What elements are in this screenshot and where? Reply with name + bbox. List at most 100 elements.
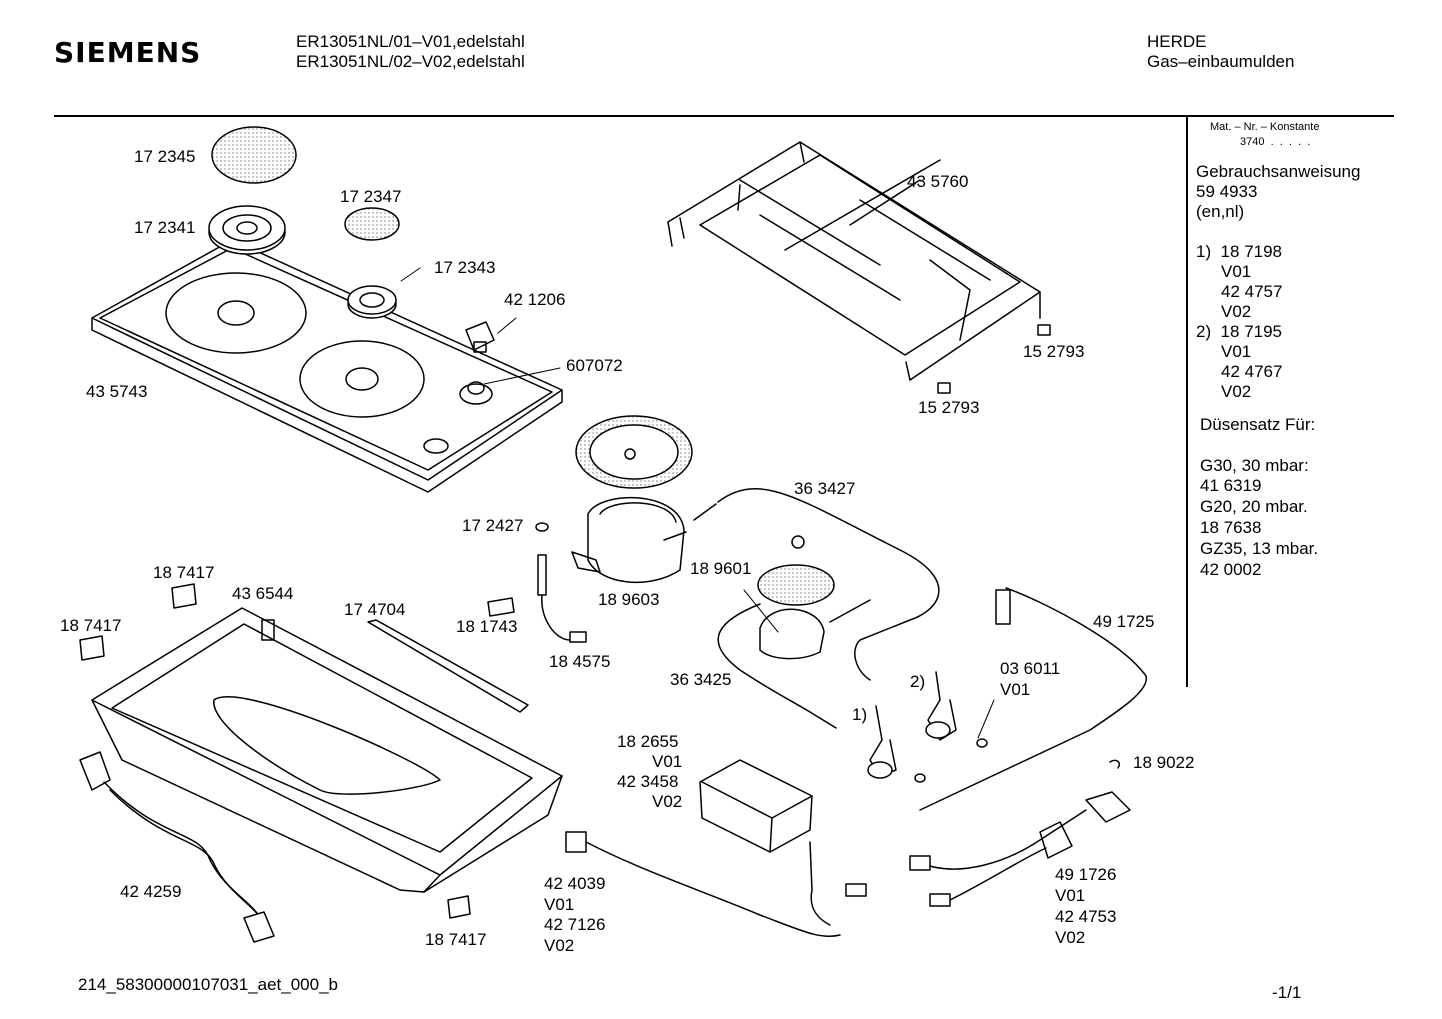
ignition-switch-491726	[909, 791, 1131, 907]
clip-189022	[1109, 759, 1121, 769]
label-152793-a: 15 2793	[1023, 342, 1085, 361]
label-152793-b: 15 2793	[918, 398, 980, 417]
mains-cable-424259	[79, 751, 275, 943]
nozzle-gz35: GZ35, 13 mbar.	[1200, 539, 1319, 558]
burner-cap-large	[211, 126, 297, 184]
label-424259: 42 4259	[120, 882, 182, 901]
mat-label: Mat. – Nr. – Konstante	[1210, 121, 1320, 133]
label-491726: 49 1726	[1055, 865, 1117, 884]
burner-189601	[757, 564, 871, 660]
gas-valve-2	[925, 671, 957, 741]
label-184575: 18 4575	[549, 652, 611, 671]
manual-lang: (en,nl)	[1196, 202, 1245, 221]
label-427126-v02: V02	[544, 936, 575, 955]
header-divider	[54, 115, 1394, 117]
mat-value: 3740 . . . . .	[1240, 136, 1311, 148]
label-182655-v01: V01	[652, 752, 683, 771]
clip-187417-b	[79, 635, 105, 661]
gas-pipe-363425	[717, 603, 837, 729]
model-line-2: ER13051NL/02–V02,edelstahl	[296, 52, 525, 71]
nozzle-g20-part: 18 7638	[1200, 518, 1262, 537]
bracket-181743	[487, 597, 515, 617]
heat-shield-plate	[575, 415, 693, 489]
clip-187417-a	[171, 583, 197, 609]
category-subtitle: Gas–einbaumulden	[1147, 52, 1295, 71]
leader-lines	[400, 267, 995, 739]
hob-top-plate	[91, 239, 563, 493]
label-036011-v01: V01	[1000, 680, 1031, 699]
variant-1: 1) 18 7198	[1196, 242, 1283, 261]
label-363427: 36 3427	[794, 479, 856, 498]
burner-ring-small	[347, 285, 397, 319]
label-607072: 607072	[566, 356, 623, 375]
label-189601: 18 9601	[690, 559, 752, 578]
gas-pipe-363427	[693, 488, 940, 681]
label-189022: 18 9022	[1133, 753, 1195, 772]
label-491726-v01: V01	[1055, 886, 1086, 905]
label-436544: 43 6544	[232, 584, 294, 603]
clip-1	[1037, 324, 1051, 336]
label-424039-v01: V01	[544, 895, 575, 914]
label-036011: 03 6011	[1000, 659, 1061, 678]
label-172343: 17 2343	[434, 258, 496, 277]
clip-2	[937, 382, 951, 394]
nozzle-g30-part: 41 6319	[1200, 476, 1262, 495]
bottom-tray	[91, 607, 563, 893]
label-172345: 17 2345	[134, 147, 196, 166]
clip-187417-c	[447, 895, 471, 919]
seal-036011	[976, 738, 988, 748]
label-172427: 17 2427	[462, 516, 524, 535]
label-187417-b: 18 7417	[60, 616, 122, 635]
page-number: -1/1	[1272, 983, 1302, 1002]
label-363425: 36 3425	[670, 670, 732, 689]
label-174704: 17 4704	[344, 600, 406, 619]
ignition-electrode	[537, 554, 587, 643]
burner-ring-large	[208, 205, 286, 255]
sidebar-divider	[1186, 117, 1188, 687]
label-427126: 42 7126	[544, 915, 606, 934]
label-491725: 49 1725	[1093, 612, 1155, 631]
gas-valve-1	[867, 705, 897, 779]
burner-cap-small	[344, 207, 400, 241]
trim-strip	[367, 619, 529, 713]
variant-1-c: V02	[1221, 302, 1252, 321]
siemens-logo: SIEMENS	[54, 36, 202, 69]
label-187417-a: 18 7417	[153, 563, 215, 582]
label-172347: 17 2347	[340, 187, 402, 206]
gas-pipe-491725	[919, 587, 1147, 811]
washer	[535, 522, 549, 532]
label-182655: 18 2655	[617, 732, 679, 751]
burner-housing	[571, 496, 687, 583]
label-189603: 18 9603	[598, 590, 660, 609]
label-435743: 43 5743	[86, 382, 148, 401]
control-knob	[465, 321, 495, 353]
ignition-unit	[699, 759, 813, 853]
label-172341: 17 2341	[134, 218, 196, 237]
label-424753-v02: V02	[1055, 928, 1086, 947]
label-421206: 42 1206	[504, 290, 566, 309]
variant-2-a: V01	[1221, 342, 1252, 361]
screw	[791, 535, 805, 549]
pan-support-grid	[667, 141, 1041, 381]
drawing-code: 214_58300000107031_aet_000_b	[78, 975, 338, 994]
variant-1-a: V01	[1221, 262, 1252, 281]
nozzle-gz35-part: 42 0002	[1200, 560, 1262, 579]
label-423458-v02: V02	[652, 792, 683, 811]
label-424039: 42 4039	[544, 874, 606, 893]
nozzle-title: Düsensatz Für:	[1200, 415, 1316, 434]
variant-2-c: V02	[1221, 382, 1252, 401]
label-423458: 42 3458	[617, 772, 679, 791]
variant-2-b: 42 4767	[1221, 362, 1283, 381]
model-line-1: ER13051NL/01–V01,edelstahl	[296, 32, 525, 51]
manual-number: 59 4933	[1196, 182, 1258, 201]
variant-1-b: 42 4757	[1221, 282, 1283, 301]
wiring-harness-424039	[565, 831, 867, 938]
label-187417-c: 18 7417	[425, 930, 487, 949]
label-variant-mark-2: 2)	[910, 672, 926, 691]
nozzle-g30: G30, 30 mbar:	[1200, 456, 1309, 475]
nozzle-g20: G20, 20 mbar.	[1200, 497, 1308, 516]
manual-title: Gebrauchsanweisung	[1196, 162, 1361, 181]
label-435760: 43 5760	[907, 172, 969, 191]
label-181743: 18 1743	[456, 617, 518, 636]
